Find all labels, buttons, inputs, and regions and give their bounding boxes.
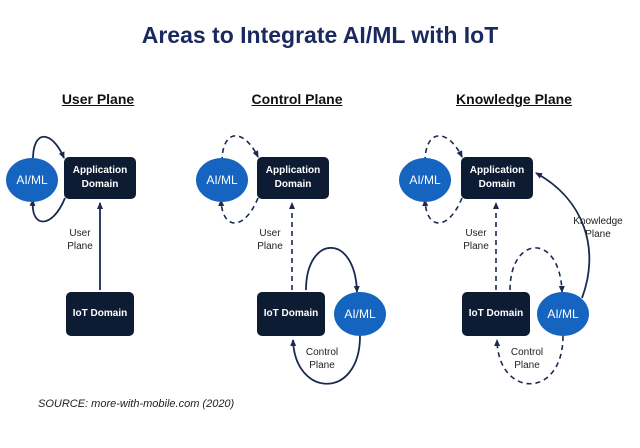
knowledge-iot-to-aiml [509, 247, 565, 293]
control-aiml-left: AI/ML [196, 158, 248, 202]
page-title: Areas to Integrate AI/ML with IoT [141, 22, 499, 48]
source-caption: SOURCE: more-with-mobile.com (2020) [38, 398, 235, 410]
app-to-aiml-loop [29, 197, 66, 223]
control-aiml-to-app [221, 135, 259, 163]
control-plane-title: Control Plane [251, 91, 343, 107]
knowledge-plane-arrow [535, 172, 591, 299]
control-aiml-to-iot [290, 335, 361, 385]
control-aiml-right: AI/ML [334, 292, 386, 336]
knowledge-plane-title: Knowledge Plane [456, 91, 572, 107]
knowledge-app-to-aiml [422, 197, 463, 224]
user-plane-title: User Plane [61, 91, 135, 107]
knowledge-aiml-left: AI/ML [399, 158, 451, 202]
control-iot-to-aiml [305, 247, 360, 293]
knowledge-aiml-right: AI/ML [537, 292, 589, 336]
control-app-to-aiml [218, 197, 259, 224]
user-iot-domain: IoT Domain [66, 292, 134, 336]
app-line2: Domain [81, 179, 119, 190]
knowledge-iot-domain: IoT Domain [462, 292, 530, 336]
knowledge-aiml-to-app [424, 135, 463, 163]
knowledge-aiml-to-iot [494, 335, 564, 385]
user-aiml-node: AI/ML [6, 158, 58, 202]
app-line1: Application [72, 165, 128, 176]
aiml-to-app-loop [32, 135, 65, 163]
control-iot-domain: IoT Domain [257, 292, 325, 336]
